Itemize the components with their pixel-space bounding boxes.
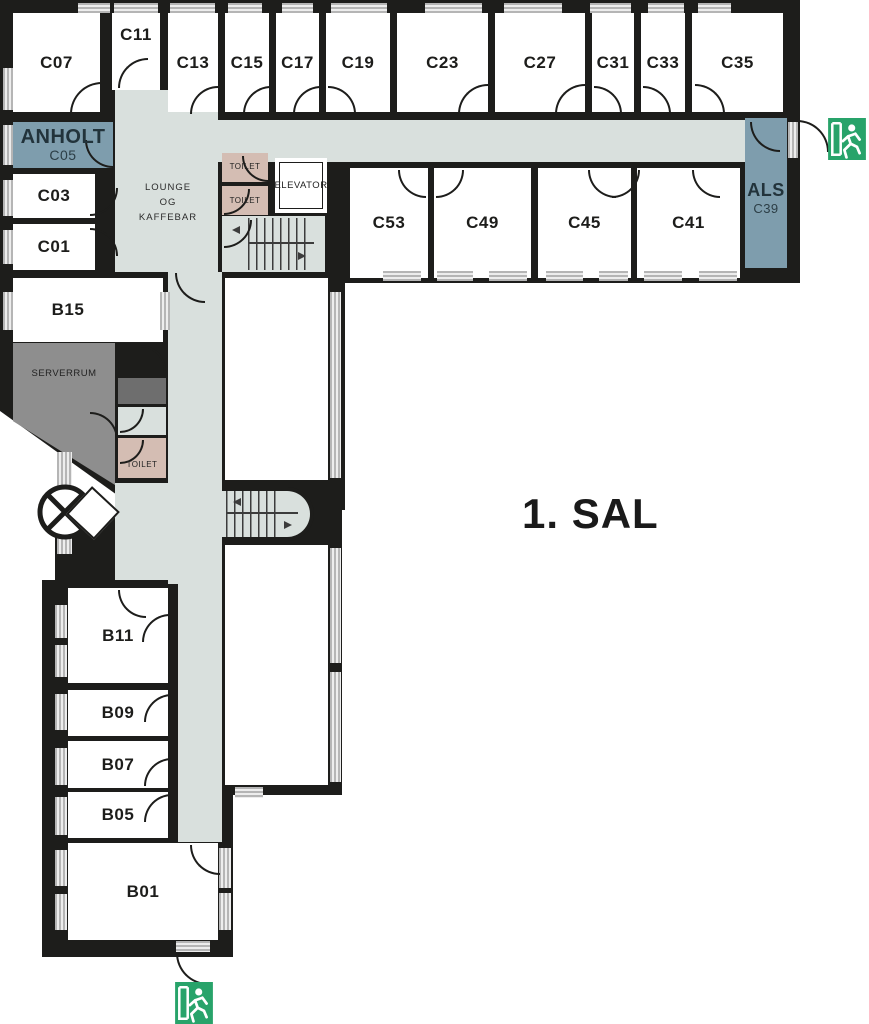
room-label-c19: C19: [341, 52, 375, 72]
elevator-inner-frame: [279, 162, 323, 209]
window: [176, 941, 210, 952]
window: [383, 271, 421, 281]
window: [219, 848, 231, 888]
room-label-serverrum: SERVERRUM: [31, 367, 97, 379]
window: [3, 180, 13, 216]
room-label-toilet-mid: TOILET: [126, 459, 158, 469]
corridor-lower: [178, 580, 222, 842]
lounge-label-line2: OG: [159, 197, 177, 209]
window: [331, 3, 387, 13]
room-label-b05: B05: [101, 805, 135, 824]
exit-sign-icon: [828, 118, 866, 160]
window: [228, 3, 262, 13]
window: [425, 3, 482, 13]
window: [3, 230, 13, 264]
room-c41: [637, 168, 740, 278]
window: [55, 850, 67, 886]
window: [330, 672, 341, 782]
window: [699, 271, 737, 281]
room-label-c35: C35: [721, 52, 754, 72]
window: [3, 68, 13, 110]
lounge-area: [115, 90, 218, 272]
room-unlabeled-lower: [225, 545, 328, 785]
window: [3, 125, 13, 165]
room-b15: [13, 278, 163, 342]
room-label-c11: C11: [120, 25, 152, 44]
room-label-c13: C13: [176, 52, 210, 72]
room-label-b01: B01: [126, 881, 160, 901]
window: [504, 3, 562, 13]
stairs-curved-divider: [226, 512, 298, 514]
window: [644, 271, 682, 281]
room-label-c07: C07: [40, 52, 73, 72]
window: [489, 271, 527, 281]
lounge-label-line1: LOUNGE: [144, 182, 192, 193]
window: [546, 271, 583, 281]
room-c03: [13, 174, 95, 218]
window: [55, 645, 67, 677]
stairs-curved-up-arrow: [229, 498, 241, 506]
window: [437, 271, 473, 281]
room-label-b15: B15: [51, 300, 85, 319]
room-unlabeled-upper: [225, 278, 328, 480]
window: [788, 122, 798, 158]
room-label-c17: C17: [281, 52, 314, 72]
window: [330, 548, 341, 663]
room-label-b11: B11: [102, 625, 134, 645]
lounge-label: LOUNGE OG KAFFEBAR: [125, 180, 211, 226]
window: [698, 3, 731, 13]
window: [55, 797, 67, 835]
lounge-label-line3: KAFFEBAR: [138, 212, 198, 224]
room-label-c33: C33: [646, 52, 680, 72]
room-number-c05: C05: [49, 147, 77, 163]
room-c01: [13, 224, 95, 270]
window: [648, 3, 684, 13]
window: [160, 292, 170, 330]
room-label-c01: C01: [37, 237, 71, 256]
window: [55, 894, 67, 930]
stairs-down-arrow: [298, 252, 310, 260]
room-label-c49: C49: [466, 213, 499, 232]
room-label-c31: C31: [596, 52, 630, 72]
floor-title: 1. SAL: [522, 490, 659, 537]
room-label-c45: C45: [568, 213, 601, 232]
window: [170, 3, 215, 13]
room-utility-dark: [118, 378, 166, 404]
room-label-als: ALS: [747, 179, 785, 200]
exit-door-arc: [176, 953, 208, 985]
stairs-main-divider: [248, 242, 314, 244]
exit-sign-icon: [175, 982, 213, 1024]
room-label-b09: B09: [101, 703, 135, 722]
window: [55, 748, 67, 785]
room-label-toilet-1: TOILET: [229, 161, 261, 171]
window: [282, 3, 313, 13]
window: [590, 3, 631, 13]
window: [599, 271, 628, 281]
window: [55, 694, 67, 730]
window: [235, 787, 263, 798]
room-label-c03: C03: [37, 186, 71, 205]
window: [114, 3, 158, 13]
room-label-anholt: ANHOLT: [20, 125, 106, 148]
room-number-c39: C39: [753, 200, 779, 216]
room-label-c23: C23: [426, 52, 459, 72]
window: [78, 3, 110, 13]
room-label-elevator: ELEVATOR: [274, 179, 328, 191]
exit-door-arc: [797, 120, 829, 152]
room-label-c27: C27: [523, 52, 557, 72]
stairs-curved-down-arrow: [284, 521, 296, 529]
stairs-main-treads: [248, 218, 306, 270]
room-label-c15: C15: [230, 52, 264, 72]
room-label-c53: C53: [372, 213, 406, 232]
room-label-toilet-2: TOILET: [229, 195, 261, 205]
corridor-widening: [115, 483, 222, 580]
window: [3, 292, 13, 330]
room-label-b07: B07: [101, 754, 135, 774]
room-label-c41: C41: [672, 213, 705, 232]
window: [219, 893, 231, 930]
corridor-top: [215, 120, 745, 162]
window: [330, 292, 341, 478]
window: [55, 605, 67, 638]
